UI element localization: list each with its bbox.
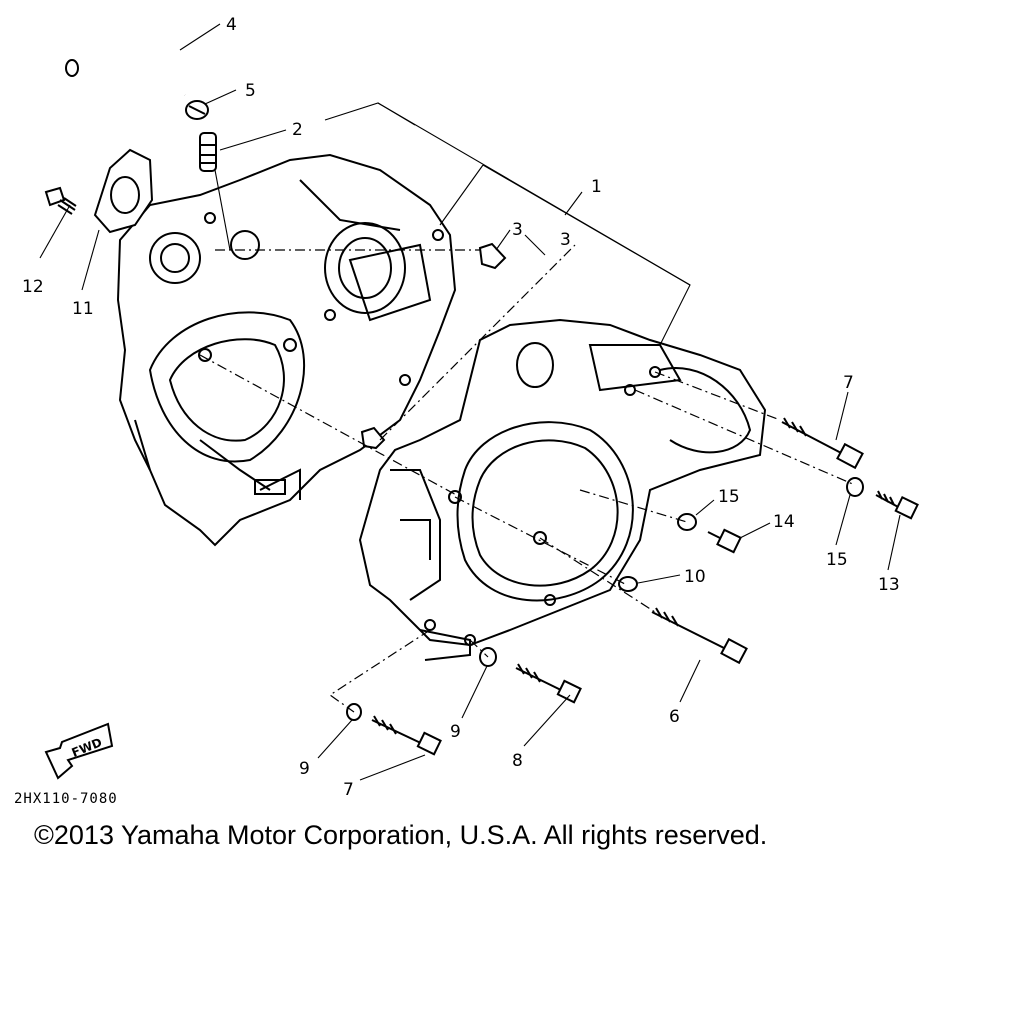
- bolt-7-lower: [371, 715, 442, 756]
- alignment-lines: [199, 169, 856, 713]
- long-bolt-6: [651, 607, 748, 665]
- callout-1: 1: [591, 177, 602, 197]
- bolt-13: [875, 490, 919, 520]
- copyright-notice: ©2013 Yamaha Motor Corporation, U.S.A. A…: [34, 820, 768, 850]
- leader-lines: [39, 23, 901, 781]
- dowel-pin: [360, 242, 507, 450]
- left-crankcase-half: [116, 153, 457, 547]
- callout-15-left: 15: [826, 550, 848, 570]
- callout-9-right: 9: [450, 722, 461, 742]
- callout-14: 14: [773, 512, 795, 532]
- bolt-8: [515, 663, 582, 704]
- callout-15-right: 15: [718, 487, 740, 507]
- callout-13: 13: [878, 575, 900, 595]
- bolt-14: [707, 528, 742, 554]
- drawing-code: 2HX110-7080: [14, 791, 118, 807]
- bolt-12: [44, 186, 77, 215]
- breather-hose: [65, 31, 190, 96]
- callout-10: 10: [684, 567, 706, 587]
- callout-9-left: 9: [299, 759, 310, 779]
- callout-3-upper: 3: [512, 220, 523, 240]
- gasket: [93, 148, 154, 234]
- breather-fitting: [199, 132, 217, 172]
- callout-4: 4: [226, 15, 237, 35]
- callout-2: 2: [292, 120, 303, 140]
- callout-7-lower: 7: [343, 780, 354, 800]
- callout-8: 8: [512, 751, 523, 771]
- bracket-lines: [324, 102, 691, 346]
- callout-5: 5: [245, 81, 256, 101]
- callout-11: 11: [72, 299, 94, 319]
- callout-labels: 1 2 3 3 4 5 6 7 7 8 9 9 10 11 12 13 14 1…: [22, 15, 900, 800]
- forward-arrow-icon: FWD: [44, 722, 114, 780]
- callout-6: 6: [669, 707, 680, 727]
- callout-7-upper: 7: [843, 373, 854, 393]
- callout-3-lower: 3: [560, 230, 571, 250]
- right-crankcase-half: [358, 318, 767, 661]
- hose-clip: [185, 100, 209, 120]
- long-bolt-7-upper: [781, 417, 864, 470]
- o-ring: [618, 576, 638, 592]
- callout-12: 12: [22, 277, 44, 297]
